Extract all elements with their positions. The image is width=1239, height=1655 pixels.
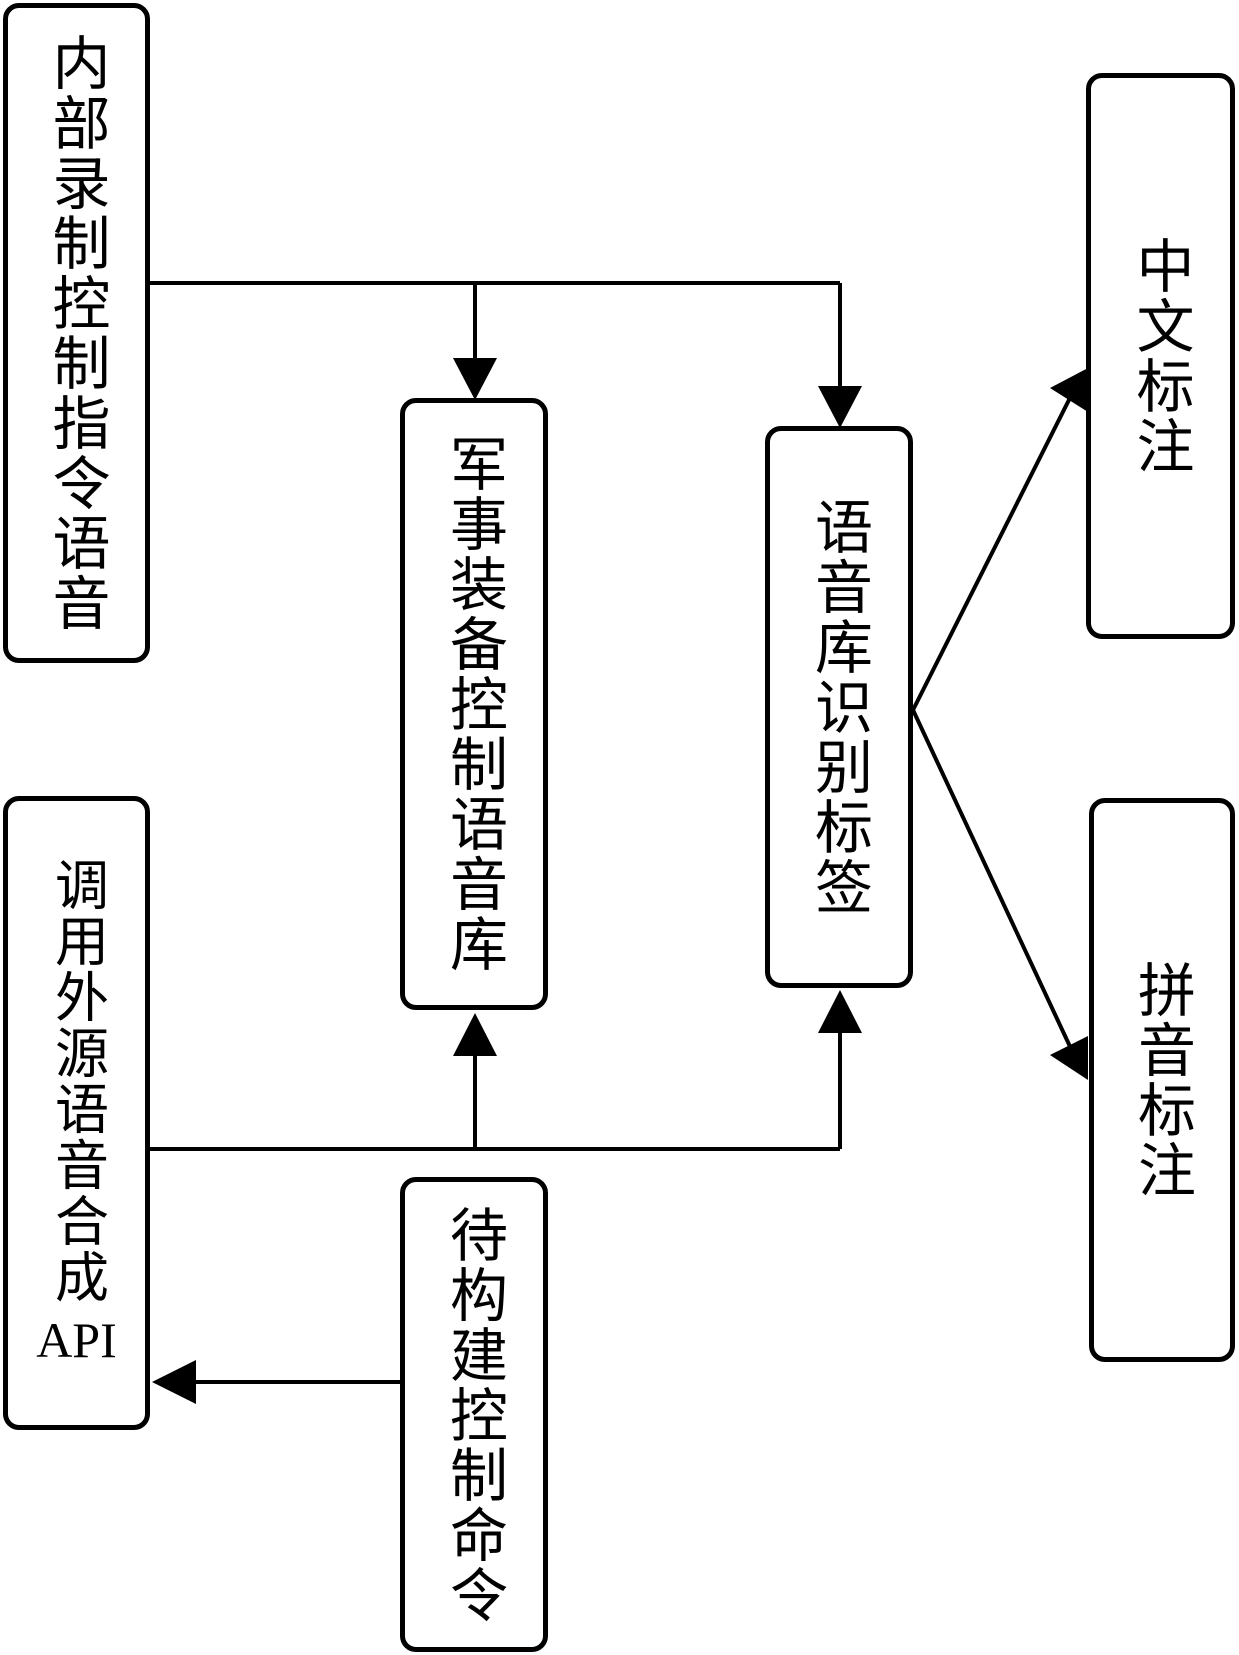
- node-recog-label-label: 语音库识别标签: [805, 497, 873, 917]
- node-pinyin-annot: 拼音标注: [1089, 798, 1235, 1362]
- node-chinese-annot: 中文标注: [1086, 73, 1235, 639]
- node-recog-label: 语音库识别标签: [765, 426, 913, 988]
- arrowhead-recog-label-top: [818, 386, 862, 428]
- arrowhead-recog-label-bottom: [818, 990, 862, 1033]
- node-external-api-content: 调用外源语音合成 API: [36, 857, 117, 1369]
- node-chinese-annot-label: 中文标注: [1126, 236, 1195, 476]
- node-external-api-label: 调用外源语音合成: [45, 857, 109, 1305]
- node-internal-voice: 内部录制控制指令语音: [3, 3, 150, 663]
- arrowhead-military-lib-top: [453, 358, 497, 400]
- arrow-to-pinyin-annot: [911, 709, 1082, 1069]
- arrowhead-external-api: [152, 1360, 196, 1404]
- node-external-api-latin: API: [36, 1312, 117, 1368]
- arrowhead-chinese-annot: [1050, 368, 1088, 412]
- arrowhead-pinyin-annot: [1050, 1036, 1088, 1080]
- node-pinyin-annot-label: 拼音标注: [1128, 960, 1196, 1200]
- node-external-api: 调用外源语音合成 API: [3, 796, 150, 1430]
- arrow-to-chinese-annot: [911, 377, 1082, 711]
- node-military-lib-label: 军事装备控制语音库: [440, 434, 508, 974]
- node-pending-cmd: 待构建控制命令: [400, 1177, 548, 1652]
- node-pending-cmd-label: 待构建控制命令: [440, 1204, 508, 1625]
- node-military-lib: 军事装备控制语音库: [400, 398, 548, 1010]
- arrowhead-military-lib-bottom: [453, 1013, 497, 1056]
- node-internal-voice-label: 内部录制控制指令语音: [42, 33, 111, 633]
